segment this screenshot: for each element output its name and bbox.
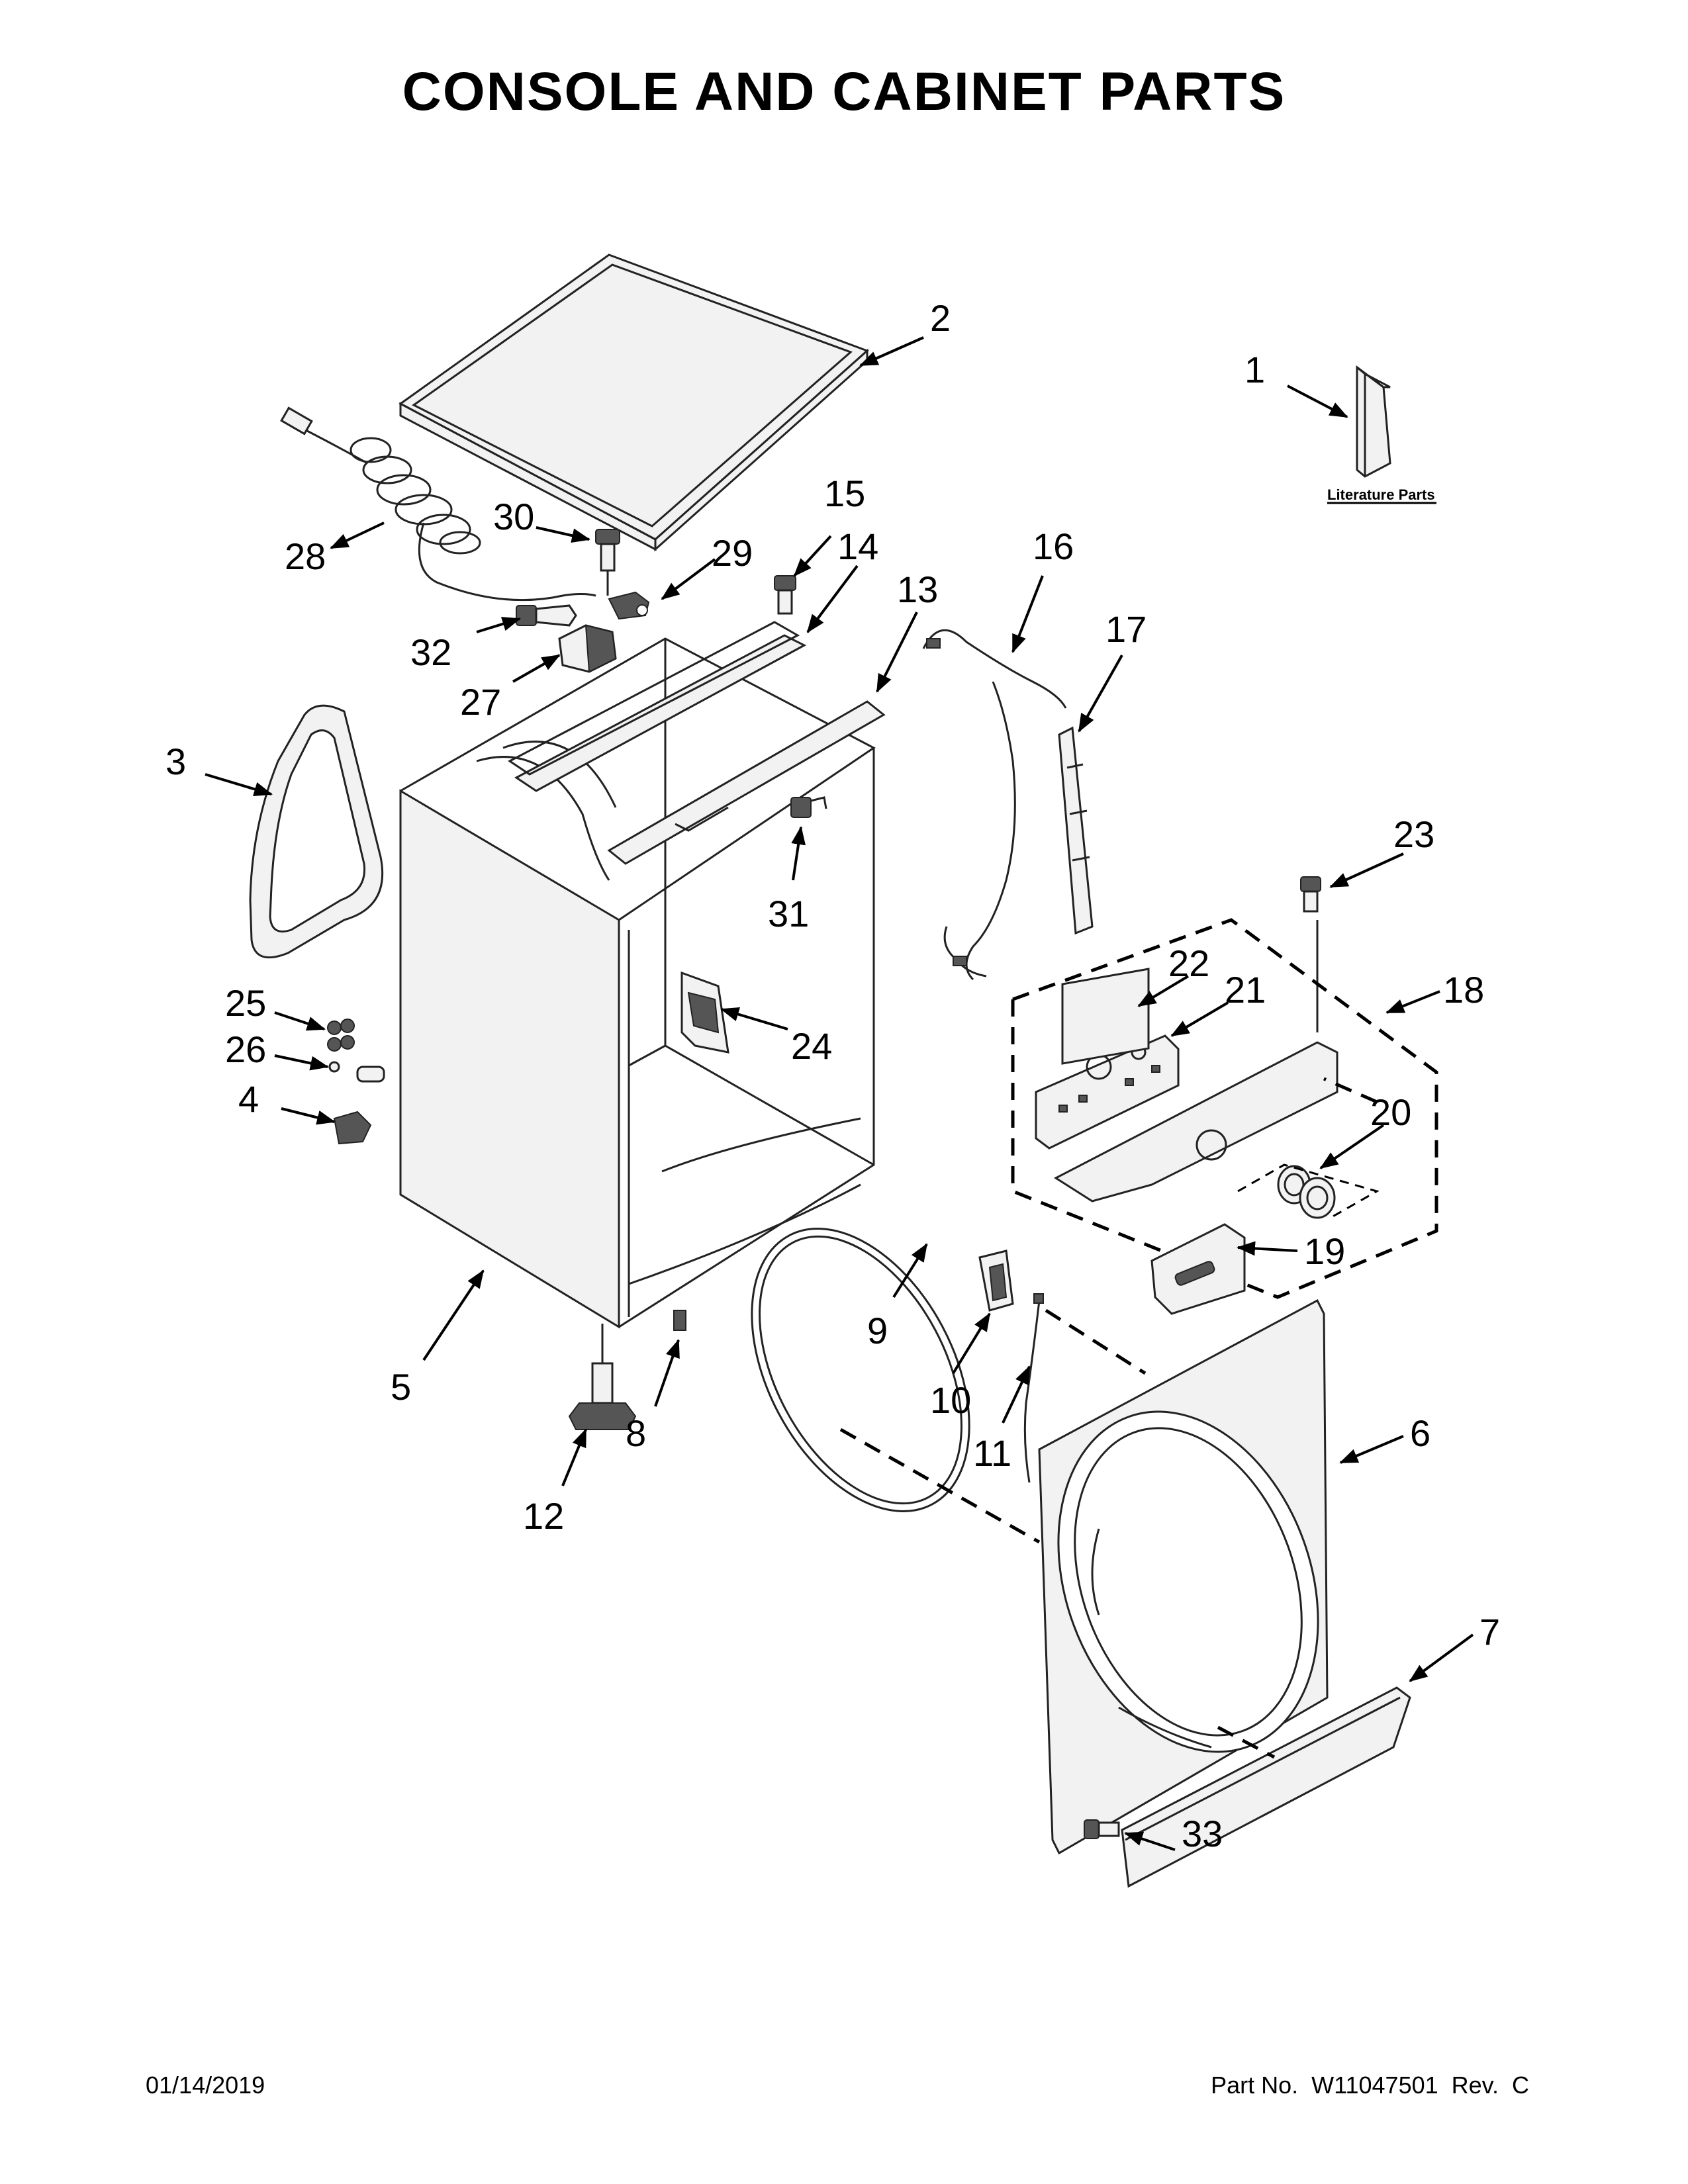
- literature-parts-label: Literature Parts: [1327, 486, 1435, 503]
- console-panel-part: [1053, 968, 1338, 1203]
- callout-19: 19: [1304, 1230, 1345, 1272]
- callout-5: 5: [391, 1366, 411, 1408]
- callout-26: 26: [225, 1028, 266, 1070]
- spacer-26-part: [328, 1061, 385, 1083]
- clip-29-part: [608, 591, 650, 620]
- callout-25: 25: [225, 982, 266, 1024]
- screw-32-part: [516, 604, 577, 627]
- clip-4-part: [333, 1111, 372, 1145]
- leveling-foot-12-part: [568, 1324, 637, 1430]
- door-lock-10-part: [978, 1250, 1014, 1312]
- callout-20: 20: [1370, 1091, 1411, 1133]
- rail-14-part: [508, 621, 807, 792]
- power-cord-part: [280, 406, 596, 602]
- callout-11: 11: [973, 1432, 1011, 1474]
- rail-13-part: [607, 700, 886, 865]
- callout-9: 9: [867, 1310, 888, 1351]
- front-panel-6-part: [1038, 1298, 1329, 1855]
- callout-17: 17: [1105, 608, 1147, 650]
- callout-21: 21: [1225, 969, 1266, 1011]
- callout-28: 28: [285, 535, 326, 577]
- footer-date: 01/14/2019: [146, 2071, 265, 2099]
- callout-13: 13: [897, 569, 938, 610]
- alignment-line-console: [1045, 1308, 1147, 1375]
- callout-23: 23: [1393, 813, 1434, 855]
- page-title: CONSOLE AND CABINET PARTS: [402, 62, 1286, 122]
- screw-15-part: [774, 575, 796, 615]
- footer-part-number: Part No. W11047501 Rev. C: [1211, 2071, 1529, 2099]
- junction-box-27-part: [558, 624, 617, 673]
- callout-33: 33: [1182, 1813, 1223, 1854]
- trim-loop-3-part: [249, 704, 384, 959]
- wire-11-part: [1023, 1293, 1044, 1483]
- alignment-line-door: [839, 1428, 1041, 1544]
- screw-30-part: [595, 529, 620, 596]
- screw-33-part: [1084, 1819, 1120, 1839]
- callout-15: 15: [824, 473, 865, 514]
- callout-1: 1: [1244, 349, 1265, 390]
- callout-27: 27: [460, 681, 501, 723]
- screw-23-part: [1300, 876, 1321, 1032]
- callout-2: 2: [930, 297, 951, 339]
- alignment-line-kick: [1217, 1725, 1276, 1759]
- board-strip-17-part: [1058, 726, 1094, 935]
- console-group-boundary: [1011, 918, 1438, 1299]
- dispenser-drawer-19-part: [1150, 1223, 1246, 1315]
- callout-8: 8: [626, 1412, 646, 1454]
- cabinet-part: [399, 637, 876, 1329]
- callout-29: 29: [712, 532, 753, 574]
- top-panel-part: [399, 253, 869, 552]
- callout-32: 32: [410, 631, 451, 673]
- clip-8-part: [673, 1310, 686, 1331]
- callout-16: 16: [1033, 525, 1074, 567]
- literature-booklet-part: [1327, 365, 1436, 504]
- callout-14: 14: [837, 525, 878, 567]
- callout-24: 24: [791, 1025, 832, 1067]
- callout-6: 6: [1410, 1412, 1430, 1454]
- callout-10: 10: [930, 1379, 971, 1421]
- bracket-24-part: [680, 971, 729, 1054]
- control-board-21-part: [1035, 1034, 1180, 1150]
- knobs-20-part: [1237, 1163, 1380, 1219]
- callout-22: 22: [1168, 942, 1209, 984]
- kick-panel-7-part: [1121, 1686, 1411, 1888]
- alignment-line-cabinet-console: [1323, 1077, 1378, 1104]
- wire-harness-16-part: [922, 629, 1067, 981]
- callout-7: 7: [1479, 1611, 1500, 1653]
- callout-4: 4: [238, 1078, 259, 1120]
- clip-31-part: [790, 796, 827, 818]
- nuts-25-part: [327, 1019, 355, 1052]
- callout-18: 18: [1443, 969, 1484, 1011]
- callout-12: 12: [523, 1495, 564, 1537]
- callout-3: 3: [165, 741, 186, 782]
- callout-31: 31: [768, 893, 809, 934]
- door-ring-9-part: [751, 1228, 970, 1512]
- callout-30: 30: [493, 496, 534, 537]
